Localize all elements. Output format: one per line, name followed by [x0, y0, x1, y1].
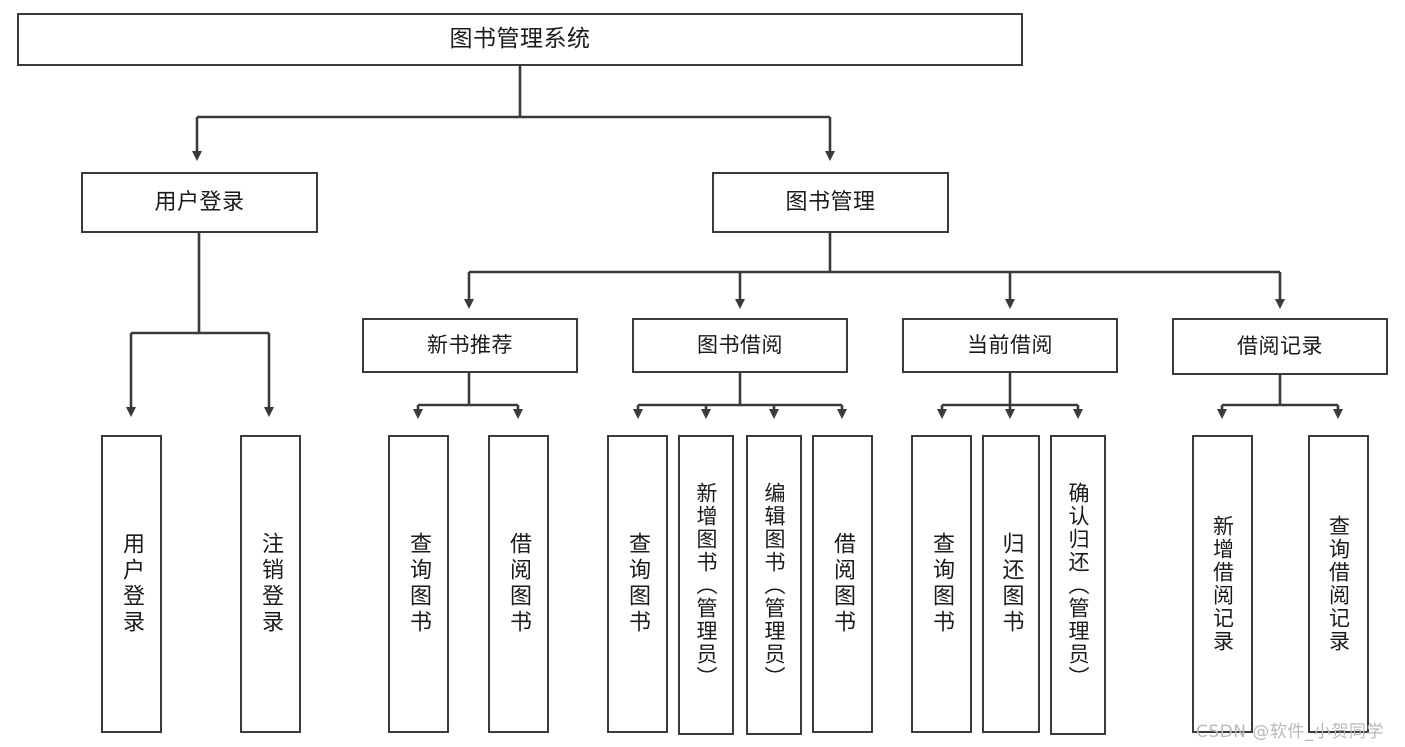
leaf-borrow-edit-book-admin[interactable]: 编辑图书（管理员） [746, 435, 802, 735]
node-label: 图书借阅 [697, 333, 783, 358]
node-label: 用户登录 [154, 189, 245, 215]
node-label: 借阅记录 [1237, 334, 1323, 359]
node-root-system[interactable]: 图书管理系统 [17, 13, 1023, 66]
node-borrow-record[interactable]: 借阅记录 [1172, 318, 1388, 375]
node-label: 确认归还（管理员） [1066, 481, 1091, 689]
node-book-management[interactable]: 图书管理 [712, 172, 949, 233]
node-label: 查询图书 [625, 532, 651, 636]
node-label: 新增借阅记录 [1210, 515, 1235, 653]
node-label: 注销登录 [258, 532, 284, 636]
node-label: 归还图书 [998, 532, 1024, 636]
node-label: 图书管理系统 [449, 25, 591, 52]
leaf-borrow-borrow-book[interactable]: 借阅图书 [812, 435, 873, 733]
node-label: 用户登录 [119, 532, 145, 636]
leaf-user-login[interactable]: 用户登录 [101, 435, 162, 733]
leaf-recommend-query-book[interactable]: 查询图书 [388, 435, 449, 733]
node-label: 借阅图书 [830, 532, 856, 636]
leaf-recommend-borrow-book[interactable]: 借阅图书 [488, 435, 549, 733]
node-label: 图书管理 [785, 189, 876, 215]
node-label: 查询借阅记录 [1326, 515, 1351, 653]
leaf-current-return-book[interactable]: 归还图书 [982, 435, 1040, 733]
csdn-watermark: CSDN @软件_小贺同学 [1196, 722, 1384, 742]
leaf-current-confirm-return-admin[interactable]: 确认归还（管理员） [1050, 435, 1106, 735]
leaf-current-query-book[interactable]: 查询图书 [911, 435, 972, 733]
node-label: 查询图书 [406, 532, 432, 636]
leaf-borrow-add-book-admin[interactable]: 新增图书（管理员） [678, 435, 734, 735]
node-label: 新书推荐 [427, 333, 513, 358]
node-user-login[interactable]: 用户登录 [81, 172, 318, 233]
node-current-borrow[interactable]: 当前借阅 [902, 318, 1118, 373]
node-label: 当前借阅 [967, 333, 1053, 358]
leaf-record-query-record[interactable]: 查询借阅记录 [1308, 435, 1369, 733]
node-label: 查询图书 [929, 532, 955, 636]
node-new-book-recommend[interactable]: 新书推荐 [362, 318, 578, 373]
node-label: 编辑图书（管理员） [762, 481, 787, 689]
node-book-borrow[interactable]: 图书借阅 [632, 318, 848, 373]
node-label: 借阅图书 [506, 532, 532, 636]
leaf-record-add-record[interactable]: 新增借阅记录 [1192, 435, 1253, 733]
leaf-borrow-query-book[interactable]: 查询图书 [607, 435, 668, 733]
leaf-user-logout[interactable]: 注销登录 [240, 435, 301, 733]
node-label: 新增图书（管理员） [694, 481, 719, 689]
